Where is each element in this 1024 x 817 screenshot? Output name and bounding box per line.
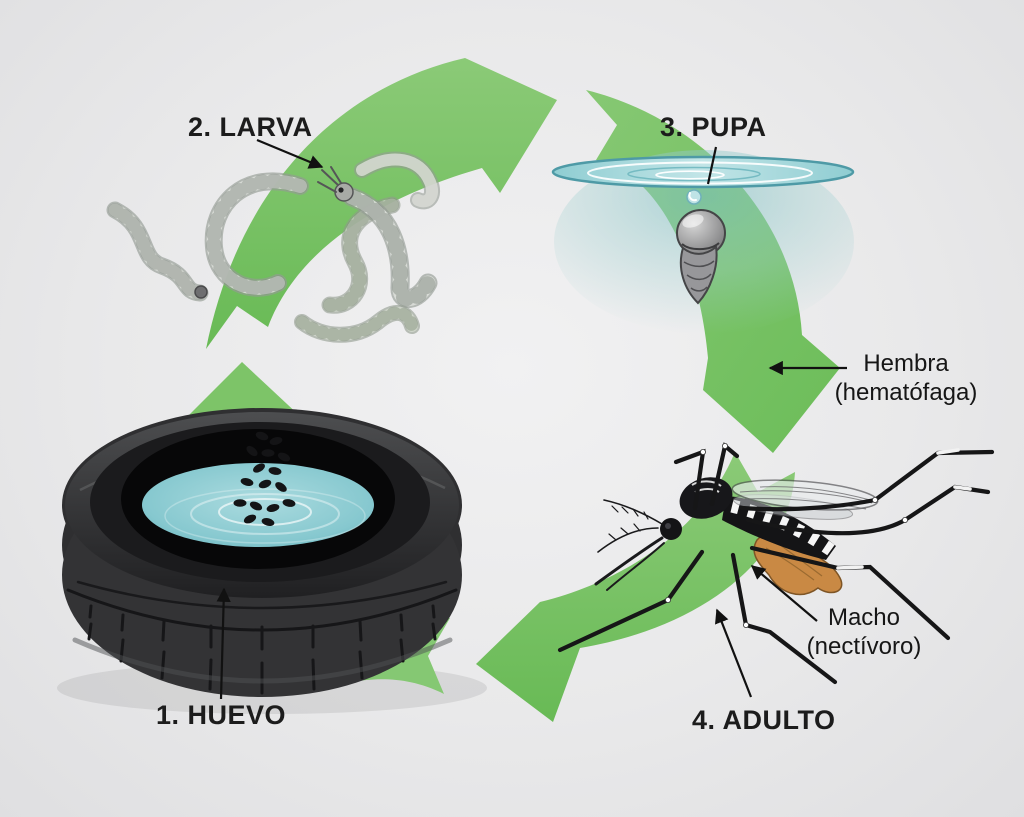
annotation-arrows [216,138,847,700]
mosquito-illustration [557,442,995,685]
huevo-pointer-arrow [216,587,231,700]
larva-5 [294,304,420,343]
larva-3 [321,196,401,314]
pupa-pointer-line [706,146,718,185]
larvae-illustration [106,151,441,343]
proboscis [594,499,665,591]
label-hembra-line2: (hematófaga) [834,379,978,406]
larva-2 [204,172,309,297]
cycle-arrow-huevo [476,452,795,722]
thorax [679,477,733,519]
leg-bands [836,448,972,570]
tire-tread [66,580,458,695]
pupa-illustration [676,189,726,305]
larva-pointer-arrow [256,138,324,169]
label-pupa: 3. PUPA [660,112,767,142]
label-larva: 2. LARVA [188,112,313,142]
macho-pointer-arrow [750,565,818,622]
label-huevo: 1. HUEVO [156,700,287,730]
larva-4 [317,151,441,308]
tire-illustration [62,408,462,697]
label-hembra: Hembra (hematófaga) [831,349,981,407]
label-macho-line1: Macho [827,604,901,631]
head [660,518,682,540]
label-hembra-line1: Hembra [863,350,949,377]
water-surface [551,155,855,189]
leg-joints [665,442,909,629]
label-macho: Macho (nectívoro) [789,603,939,661]
cycle-arrowhead-up [186,362,302,418]
adulto-pointer-arrow [715,608,753,698]
label-adulto: 4. ADULTO [692,705,836,735]
larva-1 [106,201,209,302]
eggs [233,431,296,527]
label-macho-line2: (nectívoro) [806,633,922,660]
